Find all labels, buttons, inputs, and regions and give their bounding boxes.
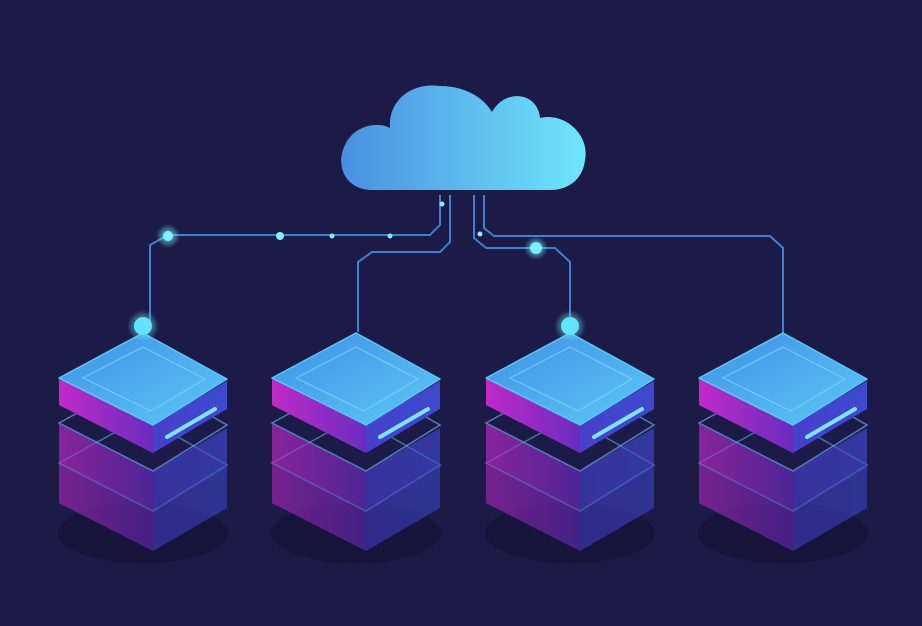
connection-lines	[149, 195, 784, 335]
cloud-icon	[341, 85, 586, 190]
server-stack-1	[56, 310, 230, 565]
server-stack-3	[483, 310, 657, 565]
connection-nodes	[156, 201, 548, 260]
